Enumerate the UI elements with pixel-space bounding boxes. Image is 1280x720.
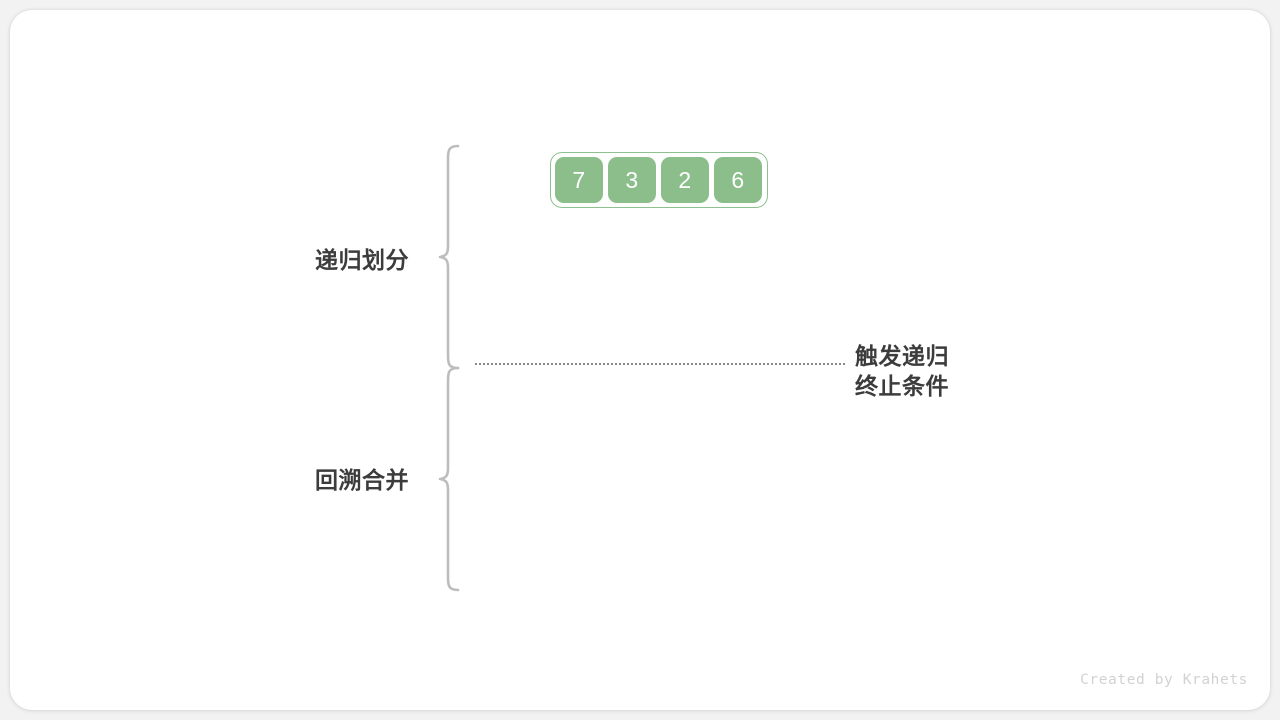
- array-cell: 6: [714, 157, 762, 203]
- termination-condition-annotation: 触发递归 终止条件: [855, 341, 949, 401]
- array-cells: 7 3 2 6: [555, 157, 762, 203]
- annotation-line-1: 触发递归: [855, 343, 949, 369]
- figure-card: 递归划分 回溯合并 7 3 2 6 触发递归 终止条件 Created by K…: [10, 10, 1270, 710]
- brace-recursive-divide: [438, 144, 460, 370]
- annotation-line-2: 终止条件: [855, 373, 949, 399]
- recursion-boundary-dotted-line: [475, 363, 845, 367]
- phase-label-backtrack-merge: 回溯合并: [315, 467, 409, 493]
- brace-backtrack-merge: [438, 366, 460, 592]
- array-cell: 3: [608, 157, 656, 203]
- credit-text: Created by Krahets: [1080, 672, 1248, 688]
- array-outer-frame: [550, 152, 768, 208]
- phase-label-recursive-divide: 递归划分: [315, 247, 409, 273]
- array-cell: 7: [555, 157, 603, 203]
- array-cell: 2: [661, 157, 709, 203]
